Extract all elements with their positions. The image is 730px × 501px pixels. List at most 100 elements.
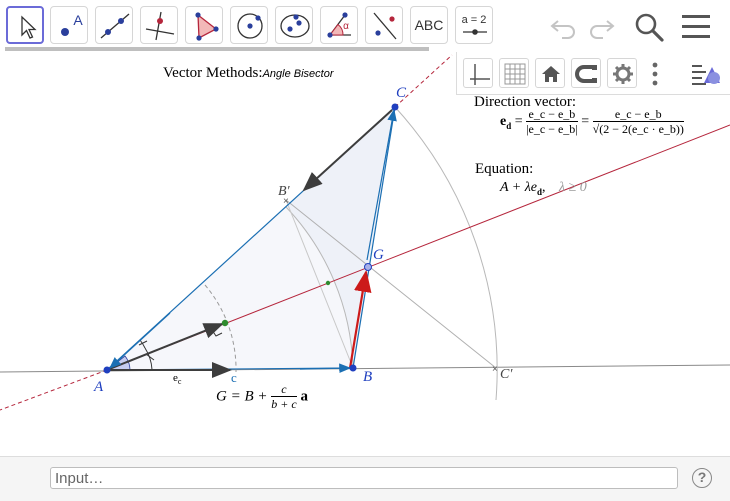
label-point-g: G — [373, 247, 384, 263]
point-tool-button[interactable]: A — [50, 6, 88, 44]
direction-frac1: e_c − e_b |e_c − e_b| — [526, 108, 578, 136]
axes-toggle-button[interactable] — [463, 58, 493, 88]
segment-bc — [352, 106, 396, 369]
point-c[interactable] — [391, 103, 399, 111]
grid-toggle-button[interactable] — [499, 58, 529, 88]
label-ec-letter: e — [173, 372, 178, 384]
graphics-style-bar — [456, 52, 730, 95]
point-a[interactable] — [103, 366, 111, 374]
point-bprime-marker: × — [283, 196, 289, 207]
line-bprime-cprime — [285, 199, 497, 369]
conic-tool-button[interactable] — [275, 6, 313, 44]
g-formula-frac-den: b + c — [271, 396, 297, 411]
more-icon[interactable] — [649, 60, 661, 88]
arrow-bc — [366, 108, 397, 261]
equation-expr: A + λe — [500, 180, 538, 195]
label-side-c: c — [231, 370, 237, 385]
slider-tool-button[interactable]: a = 2 — [455, 6, 493, 44]
search-icon[interactable] — [632, 10, 666, 44]
angle-tick-upper — [138, 340, 148, 346]
vector-b-to-g — [348, 269, 372, 369]
point-b[interactable] — [349, 364, 357, 372]
grid-icon — [504, 63, 526, 85]
angle-icon — [327, 12, 351, 38]
circle-icon — [237, 13, 263, 39]
line-bprime-b — [285, 199, 354, 369]
point-g[interactable] — [364, 263, 372, 271]
label-point-b: B — [363, 369, 373, 385]
perpendicular-line-tool-button[interactable] — [140, 6, 178, 44]
home-icon — [542, 66, 560, 82]
point-capturing-button[interactable] — [571, 58, 601, 88]
undo-icon[interactable] — [548, 13, 580, 41]
direction-formula: ed = e_c − e_b |e_c − e_b| = e_c − e_b √… — [500, 107, 684, 136]
arrow-cursor-icon — [21, 15, 37, 39]
direction-frac2: e_c − e_b √(2 − 2(e_c · e_b)) — [592, 107, 684, 136]
settings-icon — [613, 64, 633, 84]
slider-icon — [463, 29, 487, 35]
circle-tool-button[interactable] — [230, 6, 268, 44]
move-tool-button[interactable] — [6, 6, 44, 44]
g-formula-rhs: a — [300, 388, 308, 405]
reflect-icon — [373, 12, 397, 40]
direction-frac2-den: √(2 − 2(e_c · e_b)) — [592, 121, 684, 136]
construction-title: Vector Methods:Angle Bisector — [163, 65, 334, 82]
g-formula: G = B + c b + c a — [216, 383, 308, 411]
toolbar: A — [0, 0, 730, 52]
g-formula-frac-num: c — [281, 382, 287, 396]
label-point-bprime: B′ — [278, 184, 290, 199]
direction-frac1-num: e_c − e_b — [528, 107, 576, 121]
point-tool-label: A — [73, 12, 83, 28]
help-button[interactable]: ? — [692, 468, 712, 488]
arrow-ab — [299, 363, 352, 374]
point-unit-bisector[interactable] — [221, 319, 229, 327]
arc-radius-c — [285, 206, 354, 369]
graphics-view[interactable]: × × — [0, 52, 730, 456]
angle-arc-lower — [144, 347, 153, 370]
unit-vector-ed — [106, 323, 224, 371]
menu-icon[interactable] — [680, 12, 712, 42]
angle-tick-lower — [145, 353, 155, 361]
settings-button[interactable] — [607, 58, 637, 88]
line-tool-button[interactable] — [95, 6, 133, 44]
equation-condition: λ ≥ 0 — [559, 180, 587, 195]
text-tool-button[interactable]: ABC — [410, 6, 448, 44]
equation-heading: Equation: — [475, 161, 534, 177]
toolbar-scroll-indicator — [5, 47, 429, 51]
equation-expr-subscript: d — [537, 186, 543, 197]
label-point-cprime: C′ — [500, 367, 513, 382]
equation-formula: A + λed, λ ≥ 0 — [500, 180, 587, 197]
direction-lhs-subscript: d — [506, 121, 512, 132]
polygon-tool-button[interactable] — [185, 6, 223, 44]
direction-frac2-num: e_c − e_b — [614, 107, 662, 121]
arrow-ca — [109, 312, 171, 369]
g-formula-lhs: G = B + — [216, 388, 268, 405]
angle-tool-label: α — [343, 21, 349, 32]
home-view-button[interactable] — [535, 58, 565, 88]
direction-heading: Direction vector: — [474, 94, 577, 110]
vector-c-to-bprime — [302, 109, 393, 192]
reflect-tool-button[interactable] — [365, 6, 403, 44]
slider-tool-label: a = 2 — [461, 14, 487, 26]
algebra-input-field[interactable] — [50, 467, 678, 489]
label-point-c: C — [396, 85, 407, 101]
polygon-icon — [195, 12, 219, 41]
perpendicular-icon — [145, 11, 175, 41]
redo-icon[interactable] — [585, 13, 617, 41]
ellipse-icon — [280, 14, 310, 38]
sector-fill — [107, 207, 353, 370]
point-icon — [61, 28, 69, 36]
style-bar-toggle-icon[interactable] — [690, 59, 724, 89]
line-ac-extension — [394, 54, 453, 108]
text-tool-label: ABC — [414, 17, 444, 33]
angle-tool-button[interactable]: α — [320, 6, 358, 44]
label-ec-subscript: c — [177, 377, 182, 387]
magnet-icon — [575, 65, 597, 83]
arc-unit-circle — [204, 284, 237, 373]
title-text: Vector Methods: — [163, 65, 263, 81]
point-midpoint[interactable] — [325, 280, 331, 286]
bisector-back-extension — [0, 369, 108, 411]
label-point-a: A — [94, 379, 104, 395]
line-icon — [100, 13, 130, 39]
algebra-input-bar: ? — [0, 456, 730, 501]
